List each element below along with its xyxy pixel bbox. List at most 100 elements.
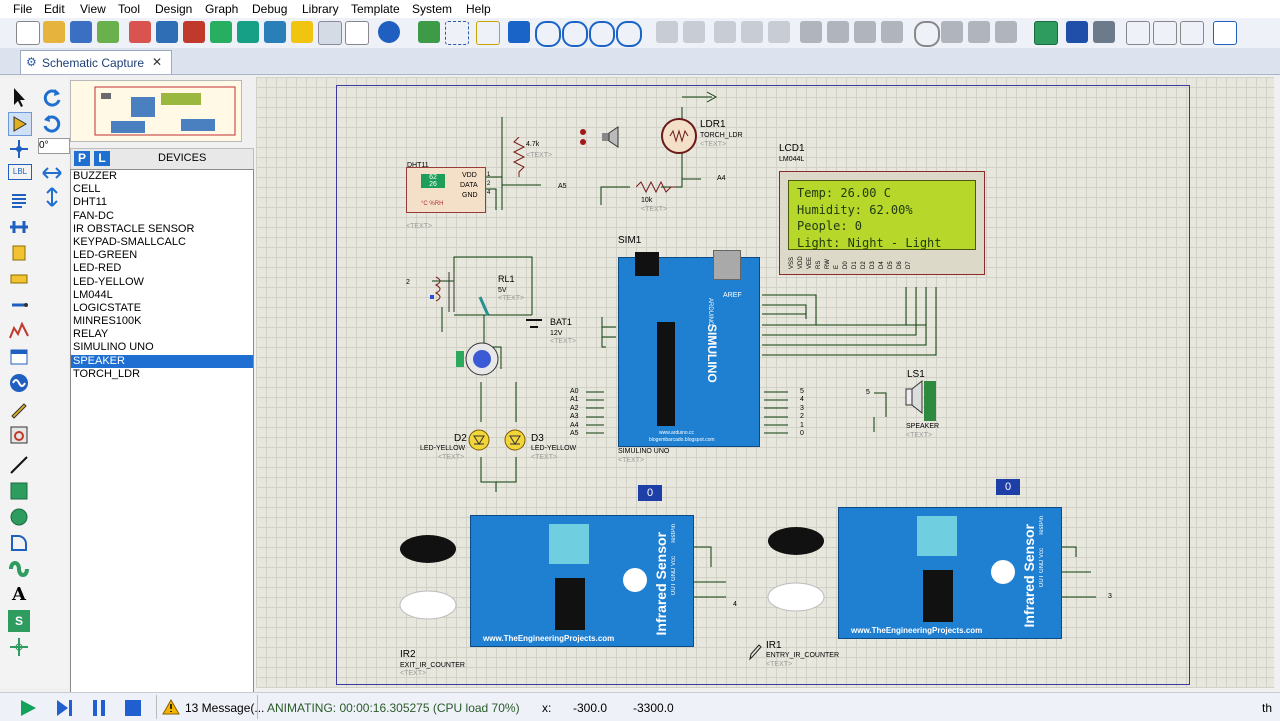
wire-autorouter-icon[interactable]: [1034, 21, 1058, 45]
device-item-led-yellow[interactable]: LED-YELLOW: [73, 275, 144, 288]
menu-design[interactable]: Design: [155, 2, 193, 16]
block-rotate-icon[interactable]: [854, 21, 876, 43]
probe-mode-icon[interactable]: [8, 398, 30, 420]
led-d3[interactable]: [504, 429, 526, 451]
open-folder-icon[interactable]: [43, 21, 65, 43]
circle-icon[interactable]: [8, 506, 30, 528]
simulino-uno-board[interactable]: SIMULINO ARDUINO AREF www.arduino.cc blo…: [618, 250, 760, 447]
pick-device-icon[interactable]: [914, 21, 940, 47]
messages-count[interactable]: 13 Message(...: [185, 701, 265, 715]
design-explorer-icon[interactable]: [264, 21, 286, 43]
home-icon[interactable]: [129, 21, 151, 43]
device-item-dht11[interactable]: DHT11: [73, 196, 108, 209]
block-delete-icon[interactable]: [881, 21, 903, 43]
battery[interactable]: [524, 314, 544, 334]
ldr-sensor[interactable]: [660, 117, 698, 155]
device-item-led-red[interactable]: LED-RED: [73, 262, 122, 275]
device-item-logicstate[interactable]: LOGICSTATE: [73, 301, 142, 314]
exit-to-parent-icon[interactable]: [1180, 21, 1204, 45]
device-pins-icon[interactable]: [8, 294, 30, 316]
menu-debug[interactable]: Debug: [252, 2, 288, 16]
graph-mode-icon[interactable]: [8, 320, 30, 342]
ldr-resistor[interactable]: [636, 181, 676, 193]
fan-motor[interactable]: [452, 339, 502, 379]
pause-icon[interactable]: [89, 698, 109, 718]
device-item-lm044l[interactable]: LM044L: [73, 288, 113, 301]
decompose-icon[interactable]: [995, 21, 1017, 43]
generator-mode-icon[interactable]: [8, 372, 30, 394]
pullup-resistor[interactable]: [512, 137, 526, 177]
led-d2[interactable]: [468, 429, 490, 451]
copy-icon[interactable]: [741, 21, 763, 43]
import-icon[interactable]: [97, 21, 119, 43]
selection-mode-icon[interactable]: [8, 86, 30, 108]
package-tool-icon[interactable]: [968, 21, 990, 43]
terminals-icon[interactable]: [8, 268, 30, 290]
buses-icon[interactable]: [8, 216, 30, 238]
ir1-sensor-module[interactable]: Infrared Sensor OUT GND Vcc TestPin www.…: [838, 507, 1062, 639]
stop-icon[interactable]: [123, 698, 143, 718]
path-icon[interactable]: [8, 558, 30, 580]
buzzer-icon[interactable]: [600, 125, 624, 149]
menu-help[interactable]: Help: [466, 2, 491, 16]
library-manager-button[interactable]: L: [94, 151, 110, 166]
device-item-fan-dc[interactable]: FAN-DC: [73, 209, 114, 222]
block-move-icon[interactable]: [827, 21, 849, 43]
play-icon[interactable]: [18, 698, 38, 718]
active-popup-icon[interactable]: [8, 346, 30, 368]
tab-schematic-capture[interactable]: ⚙ Schematic Capture ✕: [20, 50, 172, 74]
bill-of-materials-icon[interactable]: [291, 21, 313, 43]
menu-library[interactable]: Library: [302, 2, 339, 16]
device-item-led-green[interactable]: LED-GREEN: [73, 249, 138, 262]
mirror-vertical-icon[interactable]: [41, 186, 63, 208]
ir2-sensor-module[interactable]: Infrared Sensor OUT GND Vcc TestPin www.…: [470, 515, 694, 647]
menu-edit[interactable]: Edit: [44, 2, 65, 16]
search-tag-icon[interactable]: [1066, 21, 1088, 43]
virtual-instruments-icon[interactable]: [8, 424, 30, 446]
paste-icon[interactable]: [768, 21, 790, 43]
arc-icon[interactable]: [8, 532, 30, 554]
pcb-layout-icon[interactable]: [183, 21, 205, 43]
new-sheet-icon[interactable]: [1126, 21, 1150, 45]
marker-mode-icon[interactable]: [8, 636, 30, 658]
block-copy-icon[interactable]: [800, 21, 822, 43]
step-icon[interactable]: [54, 698, 74, 718]
notes-icon[interactable]: [345, 21, 369, 45]
menu-tool[interactable]: Tool: [118, 2, 141, 16]
make-device-icon[interactable]: [941, 21, 963, 43]
grid-icon[interactable]: [445, 21, 469, 45]
overview-window[interactable]: [70, 80, 242, 142]
junction-dot-icon[interactable]: [8, 138, 30, 160]
close-tab-icon[interactable]: ✕: [152, 55, 163, 69]
cut-icon[interactable]: [714, 21, 736, 43]
menu-system[interactable]: System: [412, 2, 453, 16]
schematic-icon[interactable]: [156, 21, 178, 43]
text-mode-icon[interactable]: A: [12, 584, 26, 605]
device-item-simulino-uno[interactable]: SIMULINO UNO: [73, 341, 154, 354]
device-item-ir-obstacle-sensor[interactable]: IR OBSTACLE SENSOR: [73, 222, 195, 235]
line-icon[interactable]: [8, 454, 30, 476]
box-icon[interactable]: [8, 480, 30, 502]
rotate-anticlockwise-icon[interactable]: [41, 112, 63, 134]
device-item-minres100k[interactable]: MINRES100K: [73, 315, 142, 328]
subcircuit-icon[interactable]: [8, 242, 30, 264]
pan-icon[interactable]: [508, 21, 530, 43]
device-item-speaker[interactable]: SPEAKER: [71, 354, 253, 368]
redo-icon[interactable]: [683, 21, 705, 43]
rotate-clockwise-icon[interactable]: [41, 86, 63, 108]
source-code-icon[interactable]: [318, 21, 342, 45]
device-item-torch-ldr[interactable]: TORCH_LDR: [73, 367, 141, 380]
help-icon[interactable]: [378, 21, 400, 43]
new-file-icon[interactable]: [16, 21, 40, 45]
netlist-icon[interactable]: [1213, 21, 1237, 45]
zoom-area-icon[interactable]: [616, 21, 642, 47]
origin-icon[interactable]: [476, 21, 500, 45]
property-tool-icon[interactable]: [1093, 21, 1115, 43]
zoom-in-icon[interactable]: [535, 21, 561, 47]
component-mode-icon[interactable]: [8, 112, 32, 136]
remove-sheet-icon[interactable]: [1153, 21, 1177, 45]
menu-template[interactable]: Template: [351, 2, 400, 16]
gerber-icon[interactable]: [210, 21, 232, 43]
